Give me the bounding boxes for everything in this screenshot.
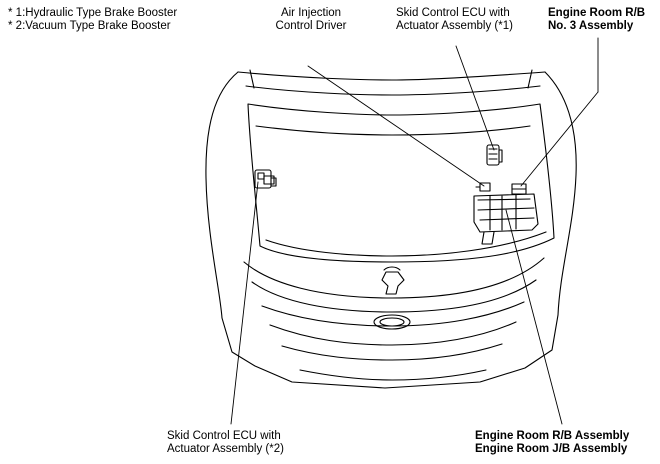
- engine-compartment-outline: [247, 103, 555, 263]
- engine-room-rb-jb-component: [473, 193, 539, 245]
- vehicle-body-outline: [205, 69, 577, 389]
- callout-air-injection: Air Injection Control Driver: [275, 7, 347, 32]
- note-hydraulic: * 1:Hydraulic Type Brake Booster: [8, 7, 178, 19]
- hood-latch: [381, 266, 405, 295]
- leader-engine-rb3-b: [520, 91, 599, 187]
- callout-engine-rb-jb: Engine Room R/B Assembly Engine Room J/B…: [475, 430, 630, 455]
- callout-skid-ecu-2: Skid Control ECU with Actuator Assembly …: [167, 430, 284, 455]
- front-bumper-grille: [243, 257, 545, 381]
- air-injection-control-driver-component: [475, 182, 491, 192]
- leader-lines: [230, 37, 599, 425]
- notes-legend: * 1:Hydraulic Type Brake Booster * 2:Vac…: [8, 7, 177, 32]
- note-vacuum: * 2:Vacuum Type Brake Booster: [8, 19, 171, 32]
- leader-skid-ecu-2: [230, 181, 259, 425]
- callout-engine-rb3: Engine Room R/B No. 3 Assembly: [548, 7, 646, 32]
- callout-skid-ecu-1: Skid Control ECU with Actuator Assembly …: [396, 7, 513, 32]
- skid-control-ecu-left-component: [254, 169, 277, 189]
- skid-control-ecu-right-component: [486, 144, 503, 166]
- engine-room-rb-no3-component: [511, 183, 527, 195]
- leader-air-injection: [307, 65, 485, 187]
- leader-engine-rb-jb: [505, 209, 563, 425]
- leader-skid-ecu-1: [455, 45, 495, 151]
